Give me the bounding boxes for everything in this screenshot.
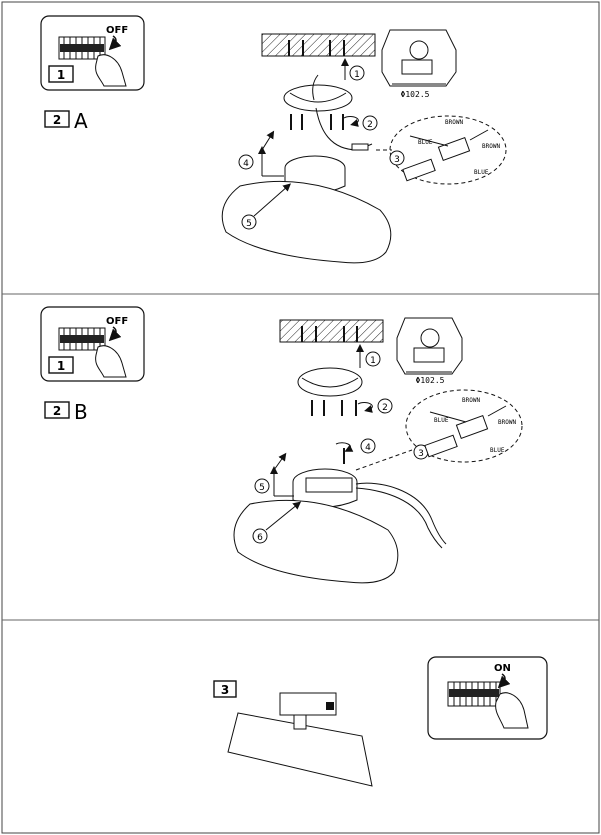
callout-number: 6 — [257, 533, 263, 543]
screw-icon — [288, 40, 345, 56]
lamp-shade-icon — [221, 180, 392, 264]
screw-icon — [301, 326, 358, 342]
variant-letter: B — [74, 400, 88, 424]
callout-number: 3 — [394, 155, 400, 165]
breaker-switch-icon — [58, 327, 106, 351]
lamp-shade-icon — [233, 499, 399, 584]
dimension-label: Φ102.5 — [416, 376, 445, 385]
connector-detail — [389, 115, 507, 185]
step-box — [44, 401, 70, 419]
step-box — [44, 110, 70, 128]
callout-number: 4 — [365, 443, 371, 453]
wire-label: BLUE — [434, 417, 449, 424]
wire-label: BROWN — [462, 397, 480, 404]
callout-5 — [254, 478, 270, 494]
callout-number: 1 — [354, 70, 360, 80]
callout-number: 4 — [243, 159, 249, 169]
callout-1 — [349, 65, 365, 81]
step-number: 1 — [57, 68, 65, 82]
callout-5 — [241, 214, 257, 230]
bracket-detail: Φ102.5 — [381, 29, 457, 99]
rotate-arrow-icon — [335, 442, 354, 452]
on-label: ON — [494, 663, 511, 674]
section-b: OFF 1 2 B 1 Φ102.5 2 — [40, 306, 523, 584]
off-label: OFF — [106, 316, 128, 327]
screw-icon — [290, 114, 344, 130]
ceiling-hatch-icon — [261, 33, 376, 57]
wire-label: BROWN — [445, 119, 463, 126]
callout-6 — [252, 528, 268, 544]
breaker-switch-icon — [447, 681, 501, 707]
callout-1 — [365, 351, 381, 367]
callout-4 — [238, 154, 254, 170]
callout-number: 3 — [418, 449, 424, 459]
step-number: 2 — [53, 404, 61, 418]
breaker-off-panel: OFF 1 — [40, 306, 145, 382]
wire-label: BLUE — [418, 139, 433, 146]
callout-2 — [377, 398, 393, 414]
breaker-on-panel: ON — [427, 656, 548, 740]
hand-icon — [95, 345, 127, 378]
callout-4 — [360, 438, 376, 454]
breaker-off-panel: OFF 1 — [40, 15, 145, 91]
wire-label: BLUE — [474, 169, 489, 176]
hand-icon — [495, 692, 529, 729]
off-label: OFF — [106, 25, 128, 36]
lamp-stem — [293, 714, 307, 730]
screw-icon — [311, 400, 357, 416]
step-number: 2 — [53, 113, 61, 127]
step-box — [213, 680, 237, 698]
section-a: OFF 1 2 A 1 Φ102.5 — [40, 15, 507, 264]
lamp-shade-icon — [227, 712, 373, 787]
step-number: 1 — [57, 359, 65, 373]
wire — [355, 482, 447, 545]
callout-3 — [389, 150, 405, 166]
variant-letter: A — [74, 109, 88, 133]
wire-label: BLUE — [490, 447, 505, 454]
callout-number: 2 — [367, 120, 373, 130]
callout-number: 1 — [370, 356, 376, 366]
rotate-arrow-icon — [357, 401, 373, 413]
callout-2 — [362, 115, 378, 131]
bracket-detail: Φ102.5 — [396, 317, 463, 385]
ceiling-hatch-icon — [279, 319, 384, 343]
wire-label: BROWN — [498, 419, 516, 426]
canopy — [279, 692, 337, 716]
hand-icon — [95, 54, 127, 87]
breaker-switch-icon — [58, 36, 106, 60]
terminal-block-icon — [305, 477, 353, 493]
callout-number: 2 — [382, 403, 388, 413]
rotate-arrow-icon — [497, 673, 511, 689]
section-c: 3 ON — [213, 656, 548, 787]
rotate-arrow-icon — [343, 115, 359, 127]
rotate-arrow-icon — [108, 35, 122, 51]
terminal-block-icon — [402, 136, 471, 182]
dimension-label: Φ102.5 — [401, 90, 430, 99]
mounting-plate — [297, 367, 363, 397]
connector-detail — [405, 389, 523, 463]
mounting-plate — [283, 84, 353, 112]
wire-label: BROWN — [482, 143, 500, 150]
step-number: 3 — [221, 683, 229, 697]
terminal-block-icon — [424, 414, 489, 458]
callout-number: 5 — [246, 219, 252, 229]
terminal-block-icon — [351, 143, 369, 151]
rotate-arrow-icon — [108, 326, 122, 342]
callout-number: 5 — [259, 483, 265, 493]
